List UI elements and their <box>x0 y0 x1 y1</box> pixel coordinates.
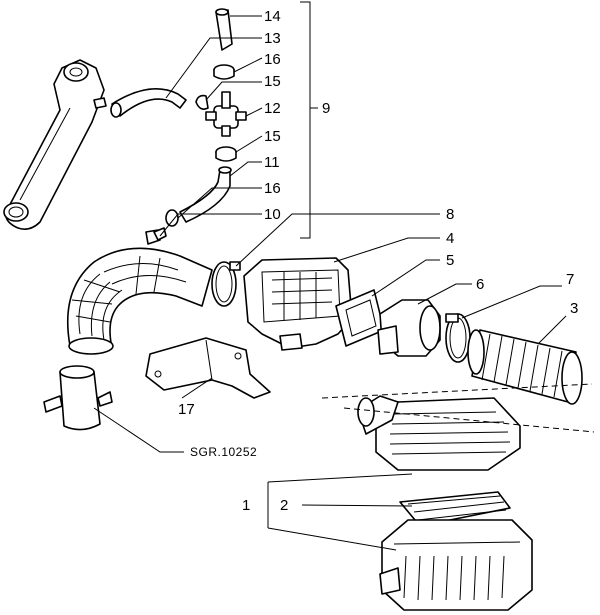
callout-7: 7 <box>566 271 574 288</box>
flexible-duct <box>66 247 213 355</box>
reference-dash-upper <box>321 383 593 399</box>
callout-15-top: 15 <box>264 73 281 90</box>
callout-14: 14 <box>264 8 281 25</box>
group-9-bracket <box>300 1 318 239</box>
callout-5: 5 <box>446 252 454 269</box>
filter-lid <box>357 395 521 471</box>
hose-13 <box>110 88 187 118</box>
intake-pipe <box>3 59 107 230</box>
meter-6 <box>377 299 441 357</box>
callout-3: 3 <box>570 300 578 317</box>
reference-dash-lower <box>343 407 595 433</box>
callout-8: 8 <box>446 206 454 223</box>
callout-4: 4 <box>446 230 454 247</box>
callout-13: 13 <box>264 30 281 47</box>
valve-12 <box>205 91 247 137</box>
bellows-3 <box>467 329 583 405</box>
reference-label: SGR.10252 <box>190 445 257 459</box>
callout-1: 1 <box>242 497 250 514</box>
filter-element-2 <box>399 491 511 527</box>
callout-12: 12 <box>264 100 281 117</box>
housing-4 <box>243 257 353 351</box>
callout-2: 2 <box>280 497 288 514</box>
clamp-7 <box>445 313 471 363</box>
hose-14 <box>215 8 233 51</box>
clamp-15-top <box>195 94 209 110</box>
connector-sgr-10252 <box>43 365 113 431</box>
callout-6: 6 <box>476 276 484 293</box>
bracket-17 <box>145 337 271 399</box>
clamp-15-bottom <box>215 146 237 162</box>
clamp-8 <box>211 261 241 307</box>
callout-16-bottom: 16 <box>264 180 281 197</box>
clamp-16-top <box>213 64 235 80</box>
callout-16-top: 16 <box>264 51 281 68</box>
fitting-10 <box>145 227 167 245</box>
callout-10: 10 <box>264 206 281 223</box>
leader-lines <box>93 15 567 551</box>
filter-base <box>379 519 533 611</box>
callout-11: 11 <box>264 154 280 171</box>
clamp-16-bottom <box>165 209 179 227</box>
callout-9: 9 <box>322 100 330 117</box>
callout-15-bottom: 15 <box>264 128 281 145</box>
callout-17: 17 <box>178 401 195 418</box>
